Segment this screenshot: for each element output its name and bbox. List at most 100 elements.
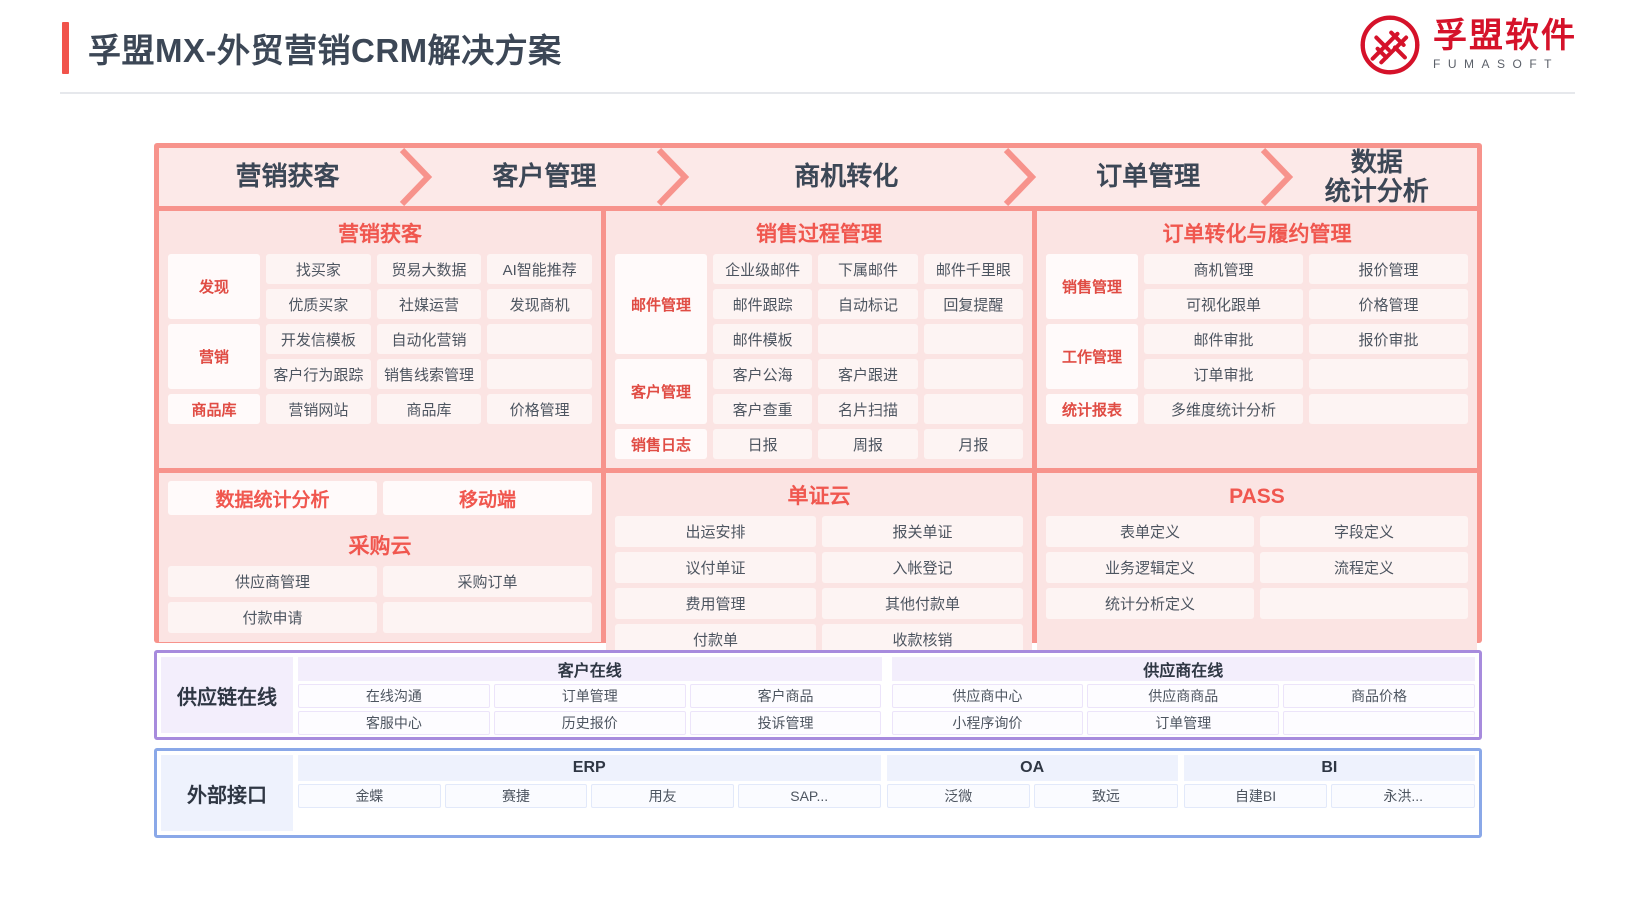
item-cell[interactable]: 赛捷 (444, 784, 588, 808)
banner-step-1[interactable]: 营销获客 (159, 148, 433, 206)
item-cell[interactable]: 商品价格 (1283, 684, 1475, 708)
oa-block: OA 泛微 致远 (886, 755, 1178, 831)
item-cell[interactable]: 邮件千里眼 (923, 254, 1023, 284)
item-cell-empty (487, 324, 593, 354)
item-cell[interactable]: 表单定义 (1046, 516, 1254, 547)
item-cell[interactable]: 找买家 (266, 254, 371, 284)
item-cell[interactable]: 其他付款单 (822, 588, 1023, 619)
item-cell[interactable]: 业务逻辑定义 (1046, 552, 1254, 583)
item-cell-empty (1283, 711, 1475, 735)
item-cell[interactable]: 报关单证 (822, 516, 1023, 547)
item-cell[interactable]: 客户行为跟踪 (266, 359, 371, 389)
item-cell[interactable]: 自动化营销 (376, 324, 482, 354)
item-cell[interactable]: 客服中心 (298, 711, 490, 735)
panel-pass: PASS 表单定义 字段定义 业务逻辑定义 流程定义 统计分析定义 (1037, 473, 1477, 664)
item-cell[interactable]: 客户公海 (713, 359, 813, 389)
item-cell[interactable]: 发现商机 (487, 289, 593, 319)
item-cell[interactable]: 历史报价 (493, 711, 686, 735)
item-cell[interactable]: 自动标记 (818, 289, 918, 319)
item-cell[interactable]: 周报 (818, 429, 918, 459)
item-cell[interactable]: 采购订单 (383, 566, 592, 597)
item-cell[interactable]: 价格管理 (1309, 289, 1468, 319)
item-cell[interactable]: 月报 (923, 429, 1023, 459)
item-cell[interactable]: 供应商中心 (891, 684, 1084, 708)
item-cell[interactable]: 订单管理 (493, 684, 686, 708)
item-cell[interactable]: 客户商品 (689, 684, 882, 708)
item-cell[interactable]: 价格管理 (487, 394, 593, 424)
item-cell[interactable]: 在线沟通 (298, 684, 490, 708)
brand-logo: 孚盟软件 FUMASOFT (1359, 14, 1577, 76)
item-cell[interactable]: 供应商管理 (168, 566, 377, 597)
item-cell[interactable]: 客户跟进 (818, 359, 918, 389)
item-cell[interactable]: 回复提醒 (923, 289, 1023, 319)
item-cell[interactable]: 订单管理 (1087, 711, 1280, 735)
erp-head: ERP (298, 755, 881, 781)
tile-data-analytics[interactable]: 数据统计分析 (168, 481, 377, 515)
item-cell[interactable]: 永洪... (1331, 784, 1475, 808)
item-cell-empty (383, 602, 592, 633)
supplier-online-block: 供应商在线 供应商中心 供应商商品 商品价格 小程序询价 订单管理 (891, 657, 1475, 735)
item-cell[interactable]: 金蝶 (298, 784, 441, 808)
item-cell[interactable]: 优质买家 (266, 289, 371, 319)
item-cell[interactable]: SAP... (737, 784, 881, 808)
item-cell[interactable]: 用友 (591, 784, 734, 808)
item-cell[interactable]: 客户查重 (713, 394, 813, 424)
banner-step-3[interactable]: 商机转化 (672, 148, 1036, 206)
item-cell-empty (923, 359, 1023, 389)
chevron-right-icon-4 (1259, 148, 1295, 206)
item-cell[interactable]: 名片扫描 (818, 394, 918, 424)
item-cell[interactable]: 可视化跟单 (1144, 289, 1303, 319)
item-cell-empty (818, 324, 918, 354)
item-cell[interactable]: 小程序询价 (891, 711, 1084, 735)
item-cell[interactable]: 多维度统计分析 (1144, 394, 1303, 424)
item-cell[interactable]: 营销网站 (266, 394, 371, 424)
item-cell[interactable]: 字段定义 (1260, 516, 1468, 547)
banner-step-4-label: 订单管理 (1096, 161, 1201, 192)
banner-step-5-label: 数据 统计分析 (1325, 147, 1429, 206)
item-cell[interactable]: 统计分析定义 (1046, 588, 1254, 619)
item-cell[interactable]: 社媒运营 (376, 289, 482, 319)
item-cell[interactable]: 商品库 (376, 394, 482, 424)
panel-marketing-title: 营销获客 (338, 223, 422, 246)
item-cell[interactable]: 下属邮件 (818, 254, 918, 284)
item-cell[interactable]: 流程定义 (1260, 552, 1468, 583)
item-cell[interactable]: 报价管理 (1309, 254, 1468, 284)
item-cell[interactable]: 日报 (713, 429, 813, 459)
item-cell[interactable]: 商机管理 (1144, 254, 1303, 284)
panel-analytics-tiles: 数据统计分析 移动端 (159, 473, 601, 523)
item-cell[interactable]: 报价审批 (1309, 324, 1468, 354)
bi-head: BI (1183, 755, 1475, 781)
item-cell-empty (1260, 588, 1468, 619)
group-customer-management: 客户管理 客户公海 客户跟进 客户查重 名片扫描 (615, 359, 1023, 424)
item-cell[interactable]: 付款单 (615, 624, 816, 655)
item-cell[interactable]: 自建BI (1183, 784, 1328, 808)
item-cell[interactable]: 供应商商品 (1087, 684, 1280, 708)
banner-step-5[interactable]: 数据 统计分析 (1276, 147, 1477, 206)
item-cell[interactable]: 销售线索管理 (376, 359, 482, 389)
item-cell[interactable]: 议付单证 (615, 552, 816, 583)
item-cell[interactable]: 费用管理 (615, 588, 816, 619)
item-cell[interactable]: 贸易大数据 (376, 254, 482, 284)
item-cell[interactable]: 出运安排 (615, 516, 816, 547)
item-cell[interactable]: 投诉管理 (689, 711, 882, 735)
erp-block: ERP 金蝶 赛捷 用友 SAP... (298, 755, 881, 831)
page-title: 孚盟MX-外贸营销CRM解决方案 (88, 32, 562, 69)
item-cell[interactable]: 致远 (1034, 784, 1178, 808)
item-cell[interactable]: 开发信模板 (266, 324, 371, 354)
item-cell[interactable]: 收款核销 (822, 624, 1023, 655)
chevron-right-icon-1 (398, 148, 434, 206)
banner-step-2[interactable]: 客户管理 (415, 148, 690, 206)
item-cell[interactable]: AI智能推荐 (487, 254, 593, 284)
item-cell[interactable]: 付款申请 (168, 602, 377, 633)
panel-sales-process: 销售过程管理 邮件管理 企业级邮件 下属邮件 邮件千里眼 邮件跟踪 (606, 211, 1032, 468)
item-cell[interactable]: 邮件审批 (1144, 324, 1303, 354)
item-cell[interactable]: 泛微 (886, 784, 1031, 808)
tile-mobile[interactable]: 移动端 (383, 481, 592, 515)
item-cell[interactable]: 邮件模板 (713, 324, 813, 354)
item-cell[interactable]: 企业级邮件 (713, 254, 813, 284)
item-cell[interactable]: 入帐登记 (822, 552, 1023, 583)
item-cell-empty (923, 394, 1023, 424)
item-cell[interactable]: 订单审批 (1144, 359, 1303, 389)
item-cell[interactable]: 邮件跟踪 (713, 289, 813, 319)
banner-step-4[interactable]: 订单管理 (1019, 148, 1293, 206)
